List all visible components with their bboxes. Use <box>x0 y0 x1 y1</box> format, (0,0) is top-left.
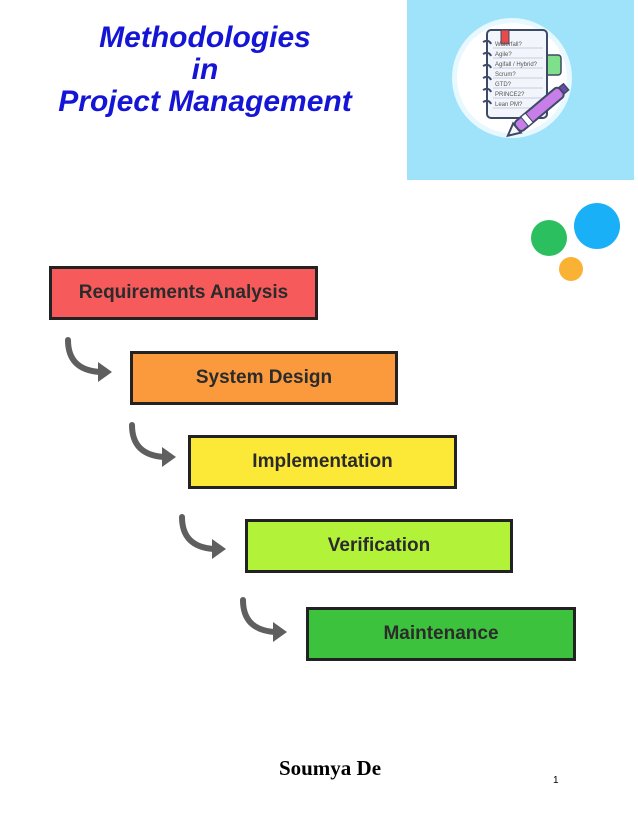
step-implementation: Implementation <box>188 435 457 489</box>
notebook-checklist-with-pen-icon: Waterfall? Agile? Agifall / Hybrid? Scrum? G… <box>452 18 572 138</box>
checklist-item: PRINCE2? <box>495 92 525 98</box>
blue-dot <box>574 203 620 249</box>
title-line-3: Project Management <box>58 85 352 118</box>
title-line-2: in <box>191 53 219 86</box>
step-label: Maintenance <box>383 623 499 644</box>
checklist-item: Agile? <box>495 52 512 58</box>
page-number: 1 <box>553 775 559 786</box>
green-dot <box>531 220 567 256</box>
step-label: Implementation <box>252 451 393 472</box>
step-maintenance: Maintenance <box>306 607 576 661</box>
checklist-item: Waterfall? <box>495 42 522 48</box>
author-name: Soumya De <box>278 756 382 780</box>
step-label: Verification <box>327 535 431 556</box>
title-line-1: Methodologies <box>99 21 311 54</box>
curved-arrow-icon <box>179 514 226 559</box>
orange-dot <box>559 257 583 281</box>
step-label: Requirements Analysis <box>78 282 289 303</box>
checklist-item: Agifall / Hybrid? <box>495 62 538 68</box>
curved-arrow-icon <box>240 597 287 642</box>
checklist-item: Scrum? <box>495 72 516 78</box>
cover-illustration: Waterfall? Agile? Agifall / Hybrid? Scrum? G… <box>407 0 634 180</box>
checklist-item: Lean PM? <box>495 102 523 108</box>
curved-arrow-icon <box>65 337 112 382</box>
step-label: System Design <box>195 367 333 388</box>
checklist-item: GTD? <box>495 82 512 88</box>
step-requirements-analysis: Requirements Analysis <box>49 266 318 320</box>
curved-arrow-icon <box>129 422 176 467</box>
step-system-design: System Design <box>130 351 398 405</box>
step-verification: Verification <box>245 519 513 573</box>
document-title: Methodologies in Project Management <box>20 22 390 118</box>
